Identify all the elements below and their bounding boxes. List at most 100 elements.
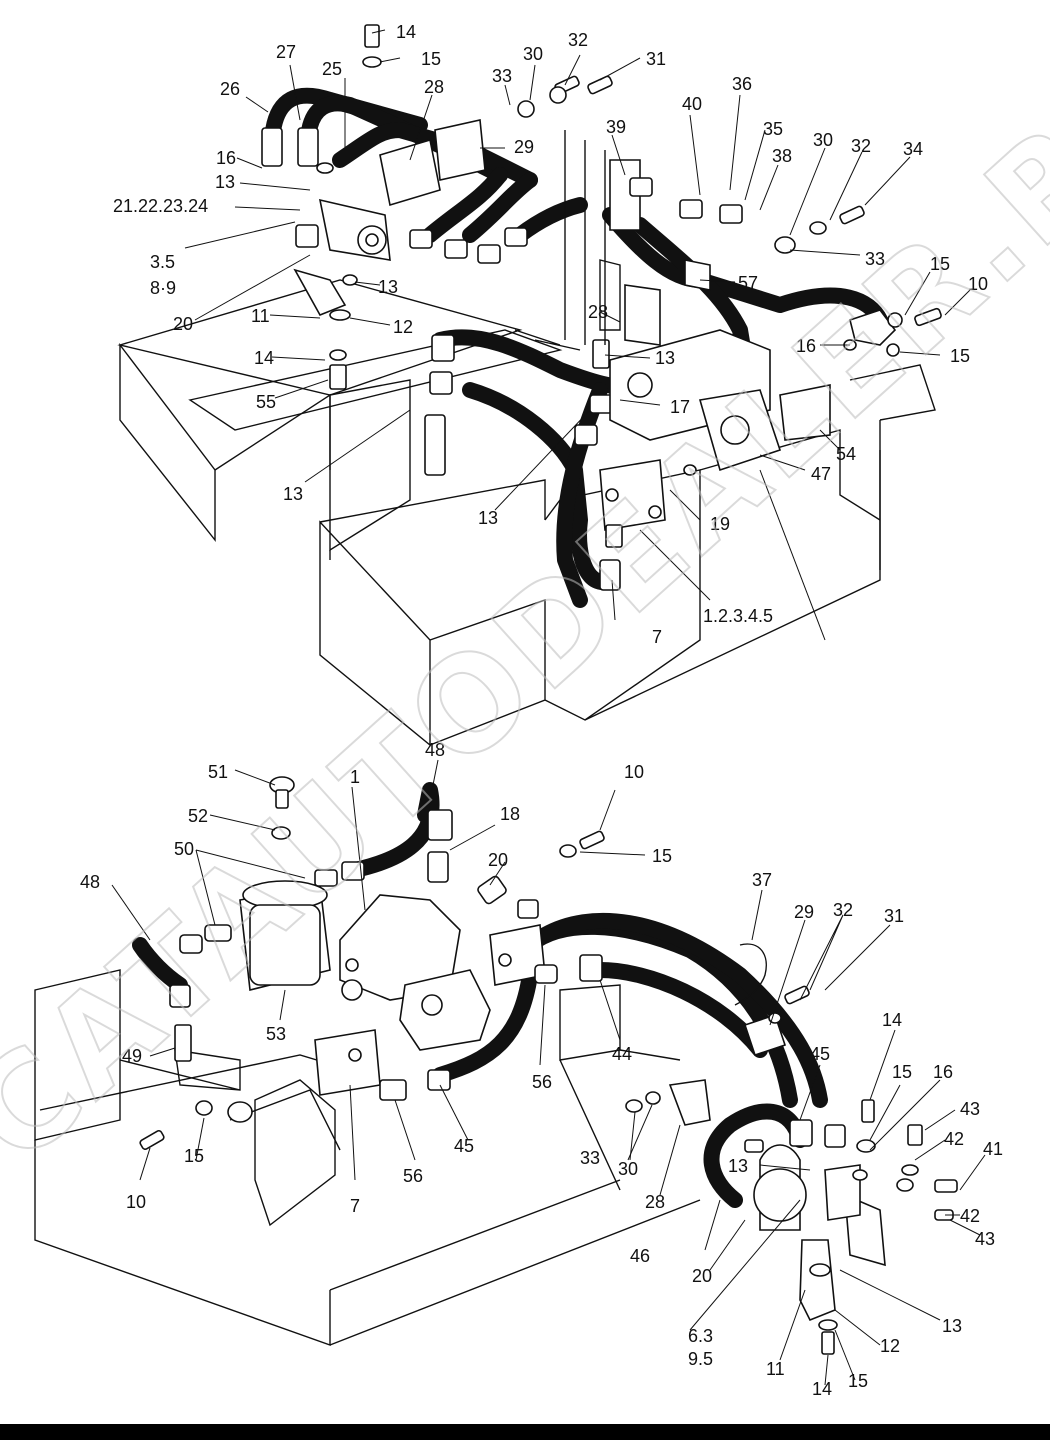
- callout-label: 14: [882, 1010, 902, 1030]
- callout-label: 20: [692, 1266, 712, 1286]
- callout-label: 47: [811, 464, 831, 484]
- callout-label: 48: [80, 872, 100, 892]
- callout-label: 14: [812, 1379, 832, 1399]
- callout-label: 1.2.3.4.5: [703, 606, 773, 626]
- callout-label: 50: [174, 839, 194, 859]
- callout-label: 32: [568, 30, 588, 50]
- callout-label: 30: [813, 130, 833, 150]
- callout-label: 12: [880, 1336, 900, 1356]
- callout-label: 14: [396, 22, 416, 42]
- callout-label: 9.5: [688, 1349, 713, 1369]
- callout-label: 31: [646, 49, 666, 69]
- callout-label: 18: [500, 804, 520, 824]
- callout-label: 15: [652, 846, 672, 866]
- callout-label: 48: [425, 740, 445, 760]
- callout-label: 16: [796, 336, 816, 356]
- callout-label: 42: [944, 1129, 964, 1149]
- callout-label: 15: [930, 254, 950, 274]
- bottom-components: [139, 776, 958, 1355]
- callout-label: 35: [763, 119, 783, 139]
- callout-label: 26: [220, 79, 240, 99]
- callout-label: 3.5: [150, 252, 175, 272]
- callout-label: 32: [833, 900, 853, 920]
- callout-label: 30: [523, 44, 543, 64]
- callout-label: 10: [624, 762, 644, 782]
- callout-label: 55: [256, 392, 276, 412]
- callout-label: 13: [942, 1316, 962, 1336]
- callout-label: 28: [588, 302, 608, 322]
- callout-label: 25: [322, 59, 342, 79]
- callout-label: 38: [772, 146, 792, 166]
- callout-label: 13: [478, 508, 498, 528]
- callout-label: 19: [710, 514, 730, 534]
- callout-label: 27: [276, 42, 296, 62]
- callout-label: 43: [960, 1099, 980, 1119]
- callout-label: 15: [421, 49, 441, 69]
- callout-label: 31: [884, 906, 904, 926]
- callout-label: 10: [126, 1192, 146, 1212]
- callout-label: 16: [933, 1062, 953, 1082]
- callout-label: 13: [728, 1156, 748, 1176]
- callout-label: 45: [810, 1044, 830, 1064]
- callout-label: 11: [251, 306, 270, 326]
- top-hoses: [264, 87, 888, 608]
- bottom-leaders: [111, 759, 986, 1386]
- callout-label: 12: [393, 317, 413, 337]
- callout-label: 15: [848, 1371, 868, 1391]
- callout-label: 13: [378, 277, 398, 297]
- callout-label: 7: [652, 627, 662, 647]
- callout-label: 13: [215, 172, 235, 192]
- callout-label: 32: [851, 136, 871, 156]
- callout-label: 51: [208, 762, 228, 782]
- callout-label: 16: [216, 148, 236, 168]
- callout-label: 33: [492, 66, 512, 86]
- callout-label: 33: [865, 249, 885, 269]
- bottom-assembly: 48 51 10 18 52 1 15 50 20 48 37 29 32 31…: [34, 740, 1003, 1399]
- callout-label: 11: [766, 1359, 785, 1379]
- callout-label: 52: [188, 806, 208, 826]
- callout-label: 54: [836, 444, 856, 464]
- callout-label: 7: [350, 1196, 360, 1216]
- callout-label: 53: [266, 1024, 286, 1044]
- callout-label: 36: [732, 74, 752, 94]
- top-components: [261, 24, 942, 591]
- callout-label: 15: [184, 1146, 204, 1166]
- callout-label: 17: [670, 397, 690, 417]
- callout-label: 34: [903, 139, 923, 159]
- callout-label: 20: [173, 314, 193, 334]
- callout-label: 33: [580, 1148, 600, 1168]
- callout-label: 28: [645, 1192, 665, 1212]
- top-leaders: [184, 29, 971, 641]
- callout-label: 8·9: [150, 278, 176, 298]
- callout-label: 57: [738, 273, 758, 293]
- callout-label: 13: [655, 348, 675, 368]
- callout-label: 20: [488, 850, 508, 870]
- callout-label: 46: [630, 1246, 650, 1266]
- bottom-callouts: 48 51 10 18 52 1 15 50 20 48 37 29 32 31…: [80, 740, 1003, 1399]
- top-callouts: 14 15 27 25 28 26 33 30 32 31 16 29 39 4…: [113, 22, 988, 647]
- callout-label: 21.22.23.24: [113, 196, 208, 216]
- callout-label: 28: [424, 77, 444, 97]
- callout-label: 56: [403, 1166, 423, 1186]
- callout-label: 44: [612, 1044, 632, 1064]
- callout-label: 10: [968, 274, 988, 294]
- callout-label: 15: [892, 1062, 912, 1082]
- callout-label: 1: [350, 767, 360, 787]
- callout-label: 43: [975, 1229, 995, 1249]
- callout-label: 45: [454, 1136, 474, 1156]
- callout-label: 14: [254, 348, 274, 368]
- callout-label: 39: [606, 117, 626, 137]
- top-assembly: 14 15 27 25 28 26 33 30 32 31 16 29 39 4…: [113, 22, 988, 747]
- callout-label: 30: [618, 1159, 638, 1179]
- callout-label: 29: [794, 902, 814, 922]
- bottom-black-bar: [0, 1424, 1050, 1440]
- callout-label: 15: [950, 346, 970, 366]
- callout-label: 37: [752, 870, 772, 890]
- callout-label: 29: [514, 137, 534, 157]
- callout-label: 13: [283, 484, 303, 504]
- callout-label: 42: [960, 1206, 980, 1226]
- callout-label: 41: [983, 1139, 1003, 1159]
- callout-label: 6.3: [688, 1326, 713, 1346]
